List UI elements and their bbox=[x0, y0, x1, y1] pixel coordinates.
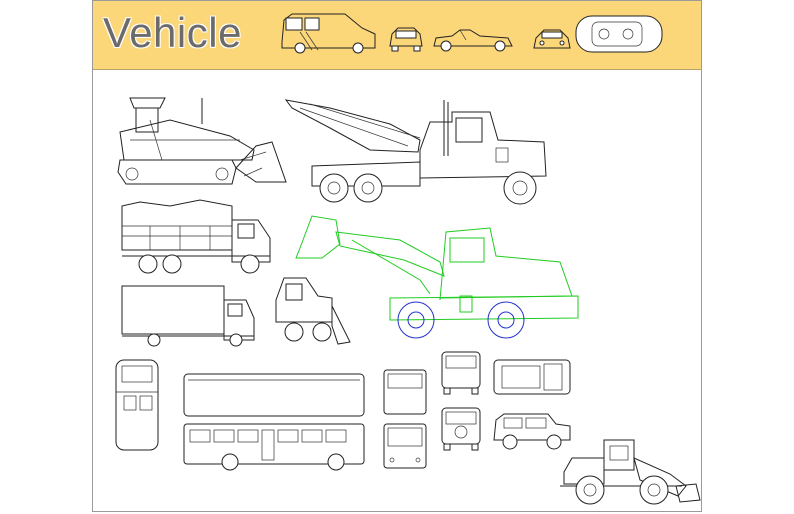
thumb-van-with-ramp bbox=[281, 13, 376, 54]
tow-truck bbox=[284, 99, 547, 205]
thumb-convertible-top bbox=[575, 15, 663, 53]
box-truck bbox=[121, 285, 255, 347]
bulldozer bbox=[117, 97, 287, 185]
covered-cargo-truck bbox=[121, 199, 271, 274]
skid-steer-loader bbox=[275, 277, 351, 345]
thumb-convertible-side bbox=[433, 29, 513, 52]
jeep-top-view bbox=[493, 359, 571, 395]
van-top-view bbox=[115, 359, 159, 451]
banner-title: Vehicle bbox=[103, 9, 242, 56]
bus-side-view bbox=[183, 423, 365, 471]
jeep-side-view bbox=[493, 413, 571, 450]
thumb-sportscar-front bbox=[533, 29, 571, 49]
bus-front-view bbox=[383, 423, 427, 469]
bus-rear-view bbox=[383, 369, 427, 415]
wheel-loader-small bbox=[560, 439, 701, 505]
jeep-front-view bbox=[441, 351, 481, 395]
bus-top-view bbox=[183, 373, 365, 417]
thumb-suv-front bbox=[389, 27, 423, 52]
wheel-loader-colored bbox=[295, 215, 579, 339]
jeep-rear-view bbox=[441, 407, 481, 451]
